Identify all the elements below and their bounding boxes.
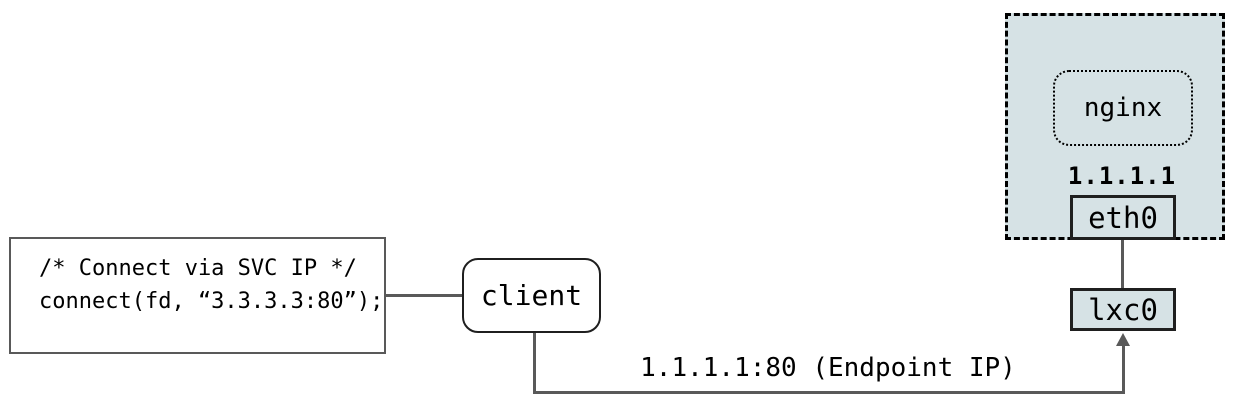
edge-bottom-horizontal-segment <box>533 391 1125 394</box>
edge-up-segment <box>1122 345 1125 394</box>
edge-code-to-client <box>386 294 462 297</box>
eth0-node: eth0 <box>1070 195 1176 240</box>
edge-eth0-to-lxc0 <box>1121 240 1124 288</box>
eth0-node-label: eth0 <box>1088 200 1158 235</box>
pod-ip-label: 1.1.1.1 <box>1067 162 1177 190</box>
nginx-node-label: nginx <box>1083 93 1163 123</box>
arrowhead-up-icon <box>1116 333 1130 346</box>
endpoint-ip-edge-label: 1.1.1.1:80 (Endpoint IP) <box>640 353 1016 383</box>
code-comment-line: /* Connect via SVC IP */ <box>39 256 357 281</box>
code-connect-line: connect(fd, “3.3.3.3:80”); <box>39 289 384 314</box>
client-node: client <box>462 258 601 333</box>
code-snippet-box: /* Connect via SVC IP */ connect(fd, “3.… <box>9 237 386 354</box>
edge-client-down-segment <box>533 333 536 394</box>
lxc0-node-label: lxc0 <box>1088 292 1158 327</box>
nginx-node: nginx <box>1053 70 1193 146</box>
lxc0-node: lxc0 <box>1070 288 1176 331</box>
client-node-label: client <box>480 279 583 312</box>
